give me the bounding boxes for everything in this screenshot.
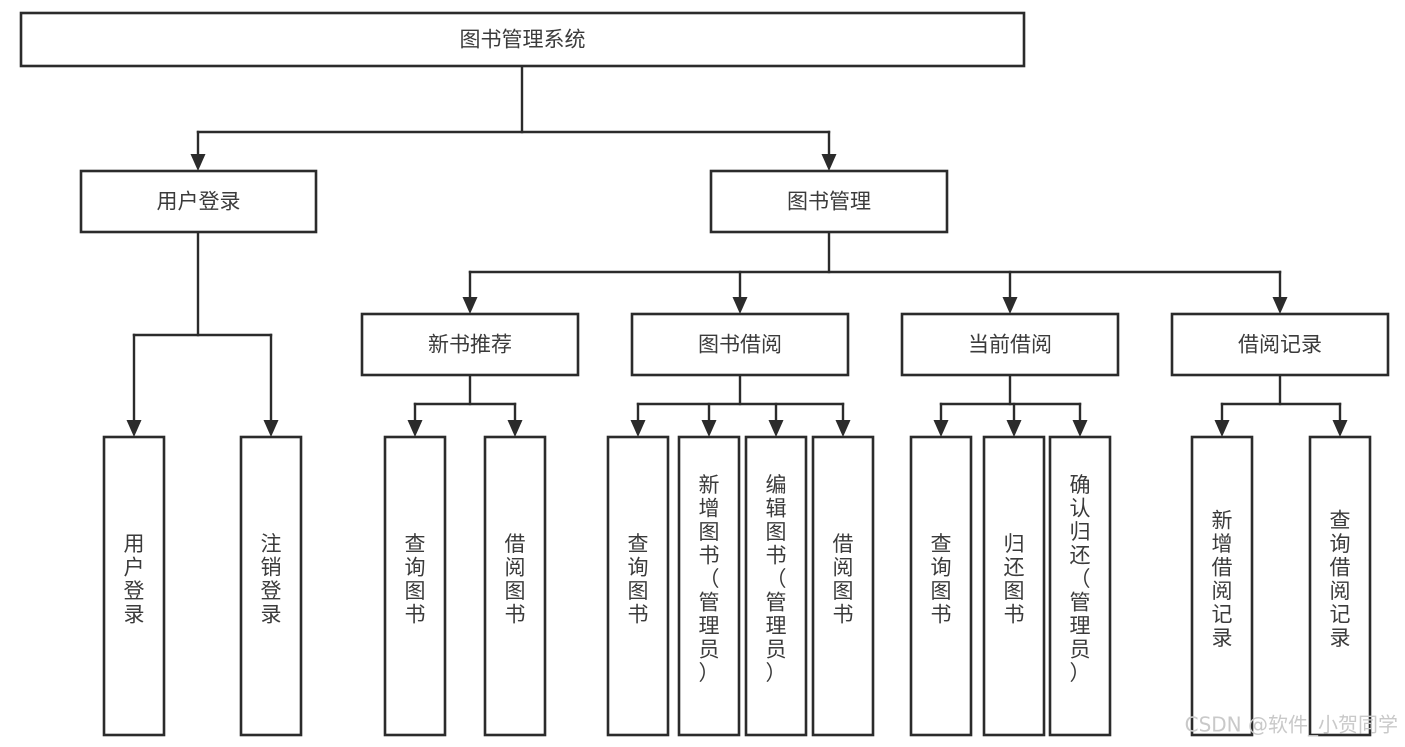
node-borrow-record-rect[interactable] <box>1170 312 1390 377</box>
node-leaf-user-login-label: 用户登录 <box>124 532 145 627</box>
connector-current-borrow-to-leaves <box>939 373 1082 424</box>
node-user-login-label: 用户登录 <box>157 190 241 214</box>
node-leaf-add-book[interactable]: 新增图书（管理员） <box>677 435 741 737</box>
node-leaf-borrow-book-rec-label: 借阅图书 <box>505 532 526 627</box>
arrow-head-icon <box>1006 420 1022 437</box>
arrow-head-icon <box>1072 420 1088 437</box>
node-layer: 图书管理系统用户登录图书管理新书推荐图书借阅当前借阅借阅记录用户登录注销登录查询… <box>19 11 1390 737</box>
arrow-head-icon <box>933 420 949 437</box>
arrow-head-icon <box>768 420 784 437</box>
node-leaf-query-book-bor-label: 查询图书 <box>628 532 649 627</box>
node-new-book-recommend[interactable]: 新书推荐 <box>360 312 580 377</box>
node-leaf-edit-book[interactable]: 编辑图书（管理员） <box>744 435 808 737</box>
arrow-head-icon <box>190 154 206 171</box>
node-new-book-recommend-label: 新书推荐 <box>428 333 512 357</box>
node-leaf-return-book[interactable]: 归还图书 <box>982 435 1046 737</box>
node-leaf-logout-rect[interactable] <box>239 435 303 737</box>
arrow-head-icon <box>821 154 837 171</box>
connector-layer <box>126 64 1348 437</box>
node-leaf-query-record-rect[interactable] <box>1308 435 1372 737</box>
node-user-login-rect[interactable] <box>79 169 318 234</box>
connector-user-login-to-leaves <box>132 230 273 424</box>
connector-book-manage-to-children <box>468 230 1282 301</box>
node-leaf-logout[interactable]: 注销登录 <box>239 435 303 737</box>
node-leaf-confirm-return-rect[interactable] <box>1048 435 1112 737</box>
node-leaf-user-login[interactable]: 用户登录 <box>102 435 166 737</box>
node-leaf-borrow-book-rect[interactable] <box>811 435 875 737</box>
arrow-head-icon <box>732 297 748 314</box>
node-leaf-edit-book-label: 编辑图书（管理员） <box>766 473 787 685</box>
node-leaf-query-record-label: 查询借阅记录 <box>1330 508 1351 650</box>
arrow-head-icon <box>462 297 478 314</box>
arrow-head-icon <box>630 420 646 437</box>
node-root-system-rect[interactable] <box>19 11 1026 68</box>
connector-borrow-record-to-leaves <box>1220 373 1342 424</box>
node-leaf-borrow-book-rec-rect[interactable] <box>483 435 547 737</box>
node-leaf-edit-book-rect[interactable] <box>744 435 808 737</box>
node-root-system-label: 图书管理系统 <box>460 28 586 52</box>
node-current-borrow-rect[interactable] <box>900 312 1120 377</box>
node-leaf-return-book-rect[interactable] <box>982 435 1046 737</box>
node-leaf-confirm-return[interactable]: 确认归还（管理员） <box>1048 435 1112 737</box>
connector-book-borrow-to-leaves <box>636 373 845 424</box>
node-current-borrow-label: 当前借阅 <box>968 333 1052 357</box>
node-book-manage-rect[interactable] <box>709 169 949 234</box>
arrow-head-icon <box>1332 420 1348 437</box>
arrow-head-icon <box>1002 297 1018 314</box>
node-leaf-query-book-cur-label: 查询图书 <box>931 532 952 627</box>
node-leaf-user-login-rect[interactable] <box>102 435 166 737</box>
connector-new-book-to-leaves <box>413 373 517 424</box>
node-leaf-query-book-bor-rect[interactable] <box>606 435 670 737</box>
arrow-head-icon <box>1214 420 1230 437</box>
node-leaf-add-record[interactable]: 新增借阅记录 <box>1190 435 1254 737</box>
node-leaf-borrow-book-rec[interactable]: 借阅图书 <box>483 435 547 737</box>
node-book-borrow-label: 图书借阅 <box>698 333 782 357</box>
arrow-head-icon <box>701 420 717 437</box>
node-leaf-borrow-book[interactable]: 借阅图书 <box>811 435 875 737</box>
arrow-head-icon <box>126 420 142 437</box>
node-book-borrow[interactable]: 图书借阅 <box>630 312 850 377</box>
arrow-head-icon <box>263 420 279 437</box>
node-book-borrow-rect[interactable] <box>630 312 850 377</box>
node-borrow-record-label: 借阅记录 <box>1238 333 1322 357</box>
node-leaf-add-book-label: 新增图书（管理员） <box>699 473 720 685</box>
node-leaf-query-record[interactable]: 查询借阅记录 <box>1308 435 1372 737</box>
node-leaf-query-book-rec-label: 查询图书 <box>405 532 426 627</box>
node-leaf-add-record-rect[interactable] <box>1190 435 1254 737</box>
node-book-manage[interactable]: 图书管理 <box>709 169 949 234</box>
arrow-head-icon <box>507 420 523 437</box>
node-leaf-query-book-cur[interactable]: 查询图书 <box>909 435 973 737</box>
node-leaf-add-book-rect[interactable] <box>677 435 741 737</box>
node-leaf-query-book-cur-rect[interactable] <box>909 435 973 737</box>
csdn-watermark: CSDN @软件_小贺同学 <box>1185 713 1398 737</box>
node-current-borrow[interactable]: 当前借阅 <box>900 312 1120 377</box>
arrow-head-icon <box>1272 297 1288 314</box>
node-leaf-return-book-label: 归还图书 <box>1004 532 1025 627</box>
node-leaf-add-record-label: 新增借阅记录 <box>1212 508 1233 650</box>
node-book-manage-label: 图书管理 <box>787 190 871 214</box>
node-new-book-recommend-rect[interactable] <box>360 312 580 377</box>
connector-root-to-level2 <box>196 64 831 158</box>
node-leaf-query-book-rec-rect[interactable] <box>383 435 447 737</box>
node-user-login[interactable]: 用户登录 <box>79 169 318 234</box>
node-borrow-record[interactable]: 借阅记录 <box>1170 312 1390 377</box>
node-root-system[interactable]: 图书管理系统 <box>19 11 1026 68</box>
arrow-head-icon <box>407 420 423 437</box>
node-leaf-confirm-return-label: 确认归还（管理员） <box>1070 473 1091 685</box>
node-leaf-query-book-bor[interactable]: 查询图书 <box>606 435 670 737</box>
node-leaf-borrow-book-label: 借阅图书 <box>833 532 854 627</box>
node-leaf-logout-label: 注销登录 <box>261 532 282 627</box>
arrow-head-icon <box>835 420 851 437</box>
node-leaf-query-book-rec[interactable]: 查询图书 <box>383 435 447 737</box>
